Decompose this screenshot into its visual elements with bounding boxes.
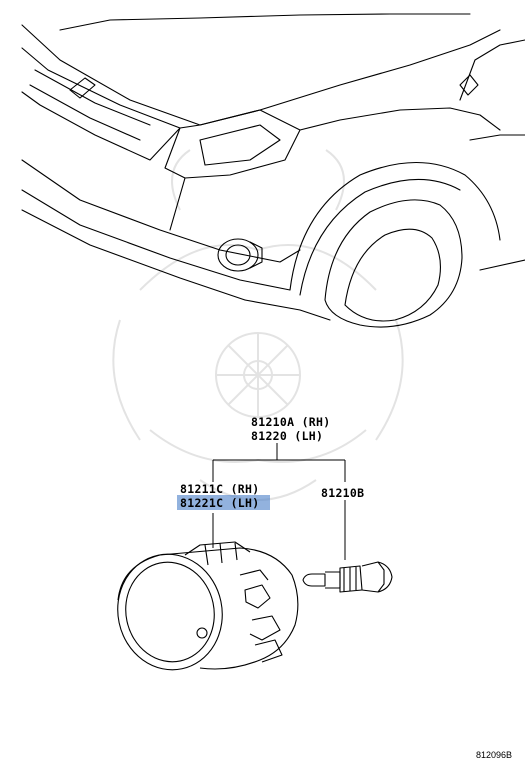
fog-lamp-unit-illustration: [117, 541, 299, 671]
leader-lines: [212, 443, 346, 560]
figure-reference: 812096B: [476, 750, 512, 760]
label-unit-lh[interactable]: 81221C (LH): [180, 496, 259, 510]
bulb-illustration: [302, 561, 393, 593]
highlight-box: [177, 495, 270, 510]
label-unit-rh[interactable]: 81211C (RH): [180, 482, 259, 496]
label-assembly-rh[interactable]: 81210A (RH): [251, 415, 330, 429]
label-bulb[interactable]: 81210B: [321, 486, 364, 500]
car-front-illustration: [21, 13, 525, 328]
label-assembly-lh[interactable]: 81220 (LH): [251, 429, 323, 443]
